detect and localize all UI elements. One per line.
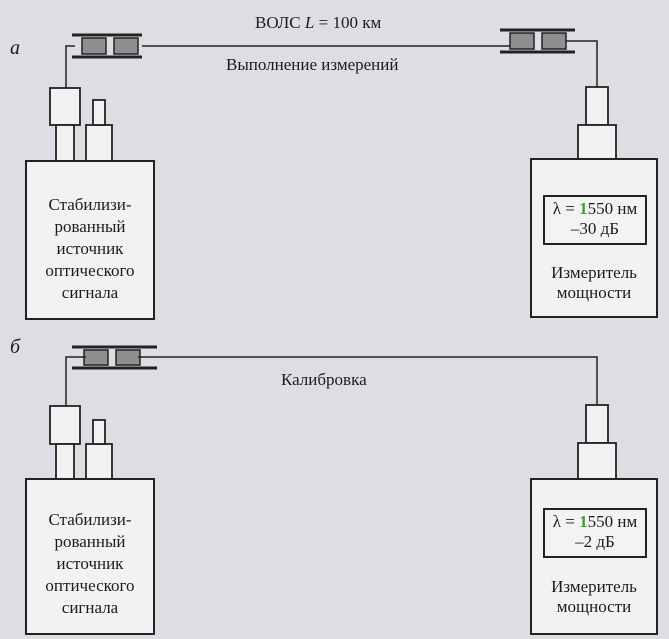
panel-a-diagram	[25, 28, 658, 320]
panel-a-caption: Выполнение измерений	[226, 55, 399, 74]
panel-a-source-label: Стабилизи- рованный источник оптического…	[26, 194, 154, 304]
wavelength-value: 550 нм	[587, 512, 638, 531]
panel-b-meter-label: Измеритель мощности	[531, 577, 657, 617]
panel-b-source-label: Стабилизи- рованный источник оптического…	[26, 509, 154, 619]
panel-a-fiber-label: ВОЛС L = 100 км	[255, 14, 381, 31]
source-label-line: рованный	[54, 532, 126, 551]
source-label-line: источник	[56, 554, 124, 573]
lambda-symbol: λ =	[552, 512, 580, 531]
lambda-symbol: λ =	[552, 199, 580, 218]
source-label-line: источник	[56, 239, 124, 258]
meter-label-line: Измеритель	[551, 577, 637, 596]
panel-a-right-connector	[500, 28, 575, 54]
source-label-line: сигнала	[61, 598, 119, 617]
source-label-line: Стабилизи-	[48, 195, 132, 214]
fiber-label-prefix: ВОЛС	[255, 13, 305, 32]
panel-a-left-connector	[72, 33, 142, 59]
source-label-line: сигнала	[61, 283, 119, 302]
panel-a-letter: а	[10, 37, 20, 59]
panel-b-letter: б	[10, 336, 21, 358]
highlighted-digit: 1	[579, 199, 588, 218]
display-wavelength: λ = 1550 нм	[545, 199, 645, 219]
panel-b-source-unit	[25, 405, 155, 635]
fiber-length-variable: L	[304, 13, 315, 32]
fiber-label-suffix: = 100 км	[314, 13, 382, 32]
source-label-line: оптического	[45, 261, 135, 280]
panel-b-meter-display: λ = 1550 нм –2 дБ	[543, 508, 647, 558]
highlighted-digit: 1	[579, 512, 588, 531]
panel-a-patchcord-left	[65, 45, 75, 88]
panel-a-source-unit	[25, 87, 155, 320]
meter-label-line: Измеритель	[551, 263, 637, 282]
panel-b-connector	[72, 345, 157, 370]
panel-a-meter-label: Измеритель мощности	[531, 263, 657, 303]
panel-a-meter-display: λ = 1550 нм –30 дБ	[543, 195, 647, 245]
meter-label-line: мощности	[556, 597, 632, 616]
source-label-line: Стабилизи-	[48, 510, 132, 529]
meter-label-line: мощности	[556, 283, 632, 302]
panel-a-patchcord-right	[566, 40, 598, 87]
panel-b-caption: Калибровка	[281, 370, 367, 389]
display-wavelength: λ = 1550 нм	[545, 512, 645, 532]
source-label-line: рованный	[54, 217, 126, 236]
panel-b-patchcord-right	[138, 356, 598, 405]
panel-b-patchcord-left	[65, 356, 86, 406]
source-label-line: оптического	[45, 576, 135, 595]
display-power: –2 дБ	[575, 532, 615, 551]
display-power: –30 дБ	[570, 219, 620, 238]
wavelength-value: 550 нм	[587, 199, 638, 218]
